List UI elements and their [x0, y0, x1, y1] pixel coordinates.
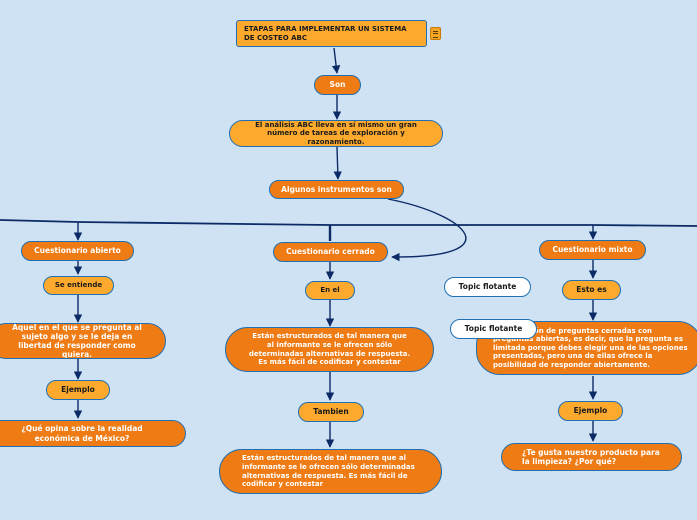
esto-es-topic[interactable]: Esto es [562, 280, 621, 300]
edge-root-son [331, 47, 341, 74]
closed-definition-topic[interactable]: Están estructurados de tal manera que al… [225, 327, 434, 372]
mixed-questionnaire-topic[interactable]: Cuestionario mixto [539, 240, 646, 260]
son-topic[interactable]: Son [314, 75, 361, 95]
abc-analysis-topic[interactable]: El análisis ABC lleva en sí mismo un gra… [229, 120, 443, 147]
en-el-topic[interactable]: En el [305, 281, 355, 300]
mixed-example-topic[interactable]: ¿Te gusta nuestro producto para la limpi… [501, 443, 682, 471]
tambien-topic[interactable]: Tambien [298, 402, 364, 422]
se-entiende-topic[interactable]: Se entiende [43, 276, 114, 295]
open-example-topic[interactable]: ¿Qué opina sobre la realidad económica d… [0, 420, 186, 447]
edge-instruments-closed [387, 198, 467, 262]
floating-topic-1[interactable]: Topic flotante [444, 277, 531, 297]
closed-definition-2-topic[interactable]: Están estructurados de tal manera que al… [219, 449, 442, 494]
edge-analysis-instruments [333, 146, 342, 180]
instruments-topic[interactable]: Algunos instrumentos son [269, 180, 404, 199]
closed-questionnaire-topic[interactable]: Cuestionario cerrado [273, 242, 388, 262]
note-icon[interactable] [430, 27, 441, 40]
ejemplo-open-topic[interactable]: Ejemplo [46, 380, 110, 400]
root-topic[interactable]: ETAPAS PARA IMPLEMENTAR UN SISTEMA DE CO… [236, 20, 427, 47]
open-definition-topic[interactable]: Aquel en el que se pregunta al sujeto al… [0, 323, 166, 359]
ejemplo-mixed-topic[interactable]: Ejemplo [558, 401, 623, 421]
floating-topic-2[interactable]: Topic flotante [450, 319, 537, 339]
open-questionnaire-topic[interactable]: Cuestionario abierto [21, 241, 134, 261]
